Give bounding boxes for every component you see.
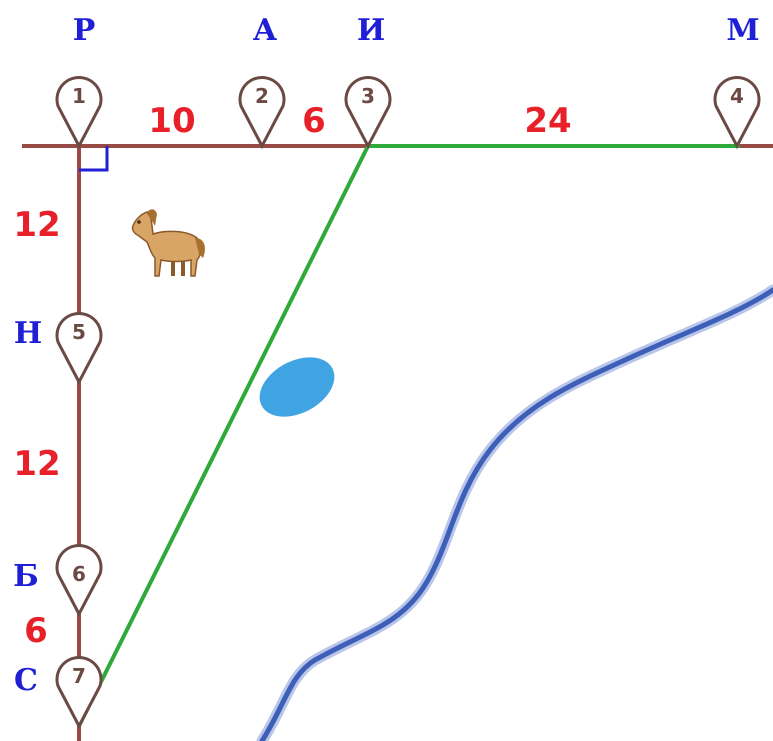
horse-icon <box>131 209 205 277</box>
pin-4: 4 <box>713 75 761 150</box>
label-R: Р <box>73 13 96 48</box>
pin-5: 5 <box>55 311 103 386</box>
pin-6: 6 <box>55 543 103 618</box>
svg-text:4: 4 <box>730 84 744 108</box>
distance-bs: 6 <box>24 611 48 651</box>
svg-text:6: 6 <box>72 562 86 586</box>
svg-text:2: 2 <box>255 84 269 108</box>
pin-1: 1 <box>55 75 103 150</box>
pin-3: 3 <box>344 75 392 150</box>
green-path-is <box>77 145 370 727</box>
distance-ra: 10 <box>148 101 195 141</box>
right-angle-marker <box>79 146 109 172</box>
label-N: Н <box>14 316 42 351</box>
river <box>256 284 773 741</box>
label-M: М <box>726 13 759 48</box>
lake <box>259 357 335 417</box>
label-S: С <box>14 663 38 698</box>
distance-nb: 12 <box>13 444 60 484</box>
svg-text:3: 3 <box>361 84 375 108</box>
label-B: Б <box>13 559 39 594</box>
distance-rn: 12 <box>13 205 60 245</box>
label-A: А <box>253 13 278 48</box>
svg-text:5: 5 <box>72 320 86 344</box>
distance-ai: 6 <box>302 101 326 141</box>
distance-im: 24 <box>524 101 571 141</box>
label-I: И <box>357 13 385 48</box>
river-core <box>259 287 773 741</box>
pin-2: 2 <box>238 75 286 150</box>
svg-text:1: 1 <box>72 84 86 108</box>
pin-7: 7 <box>55 655 103 730</box>
svg-text:7: 7 <box>72 664 86 688</box>
